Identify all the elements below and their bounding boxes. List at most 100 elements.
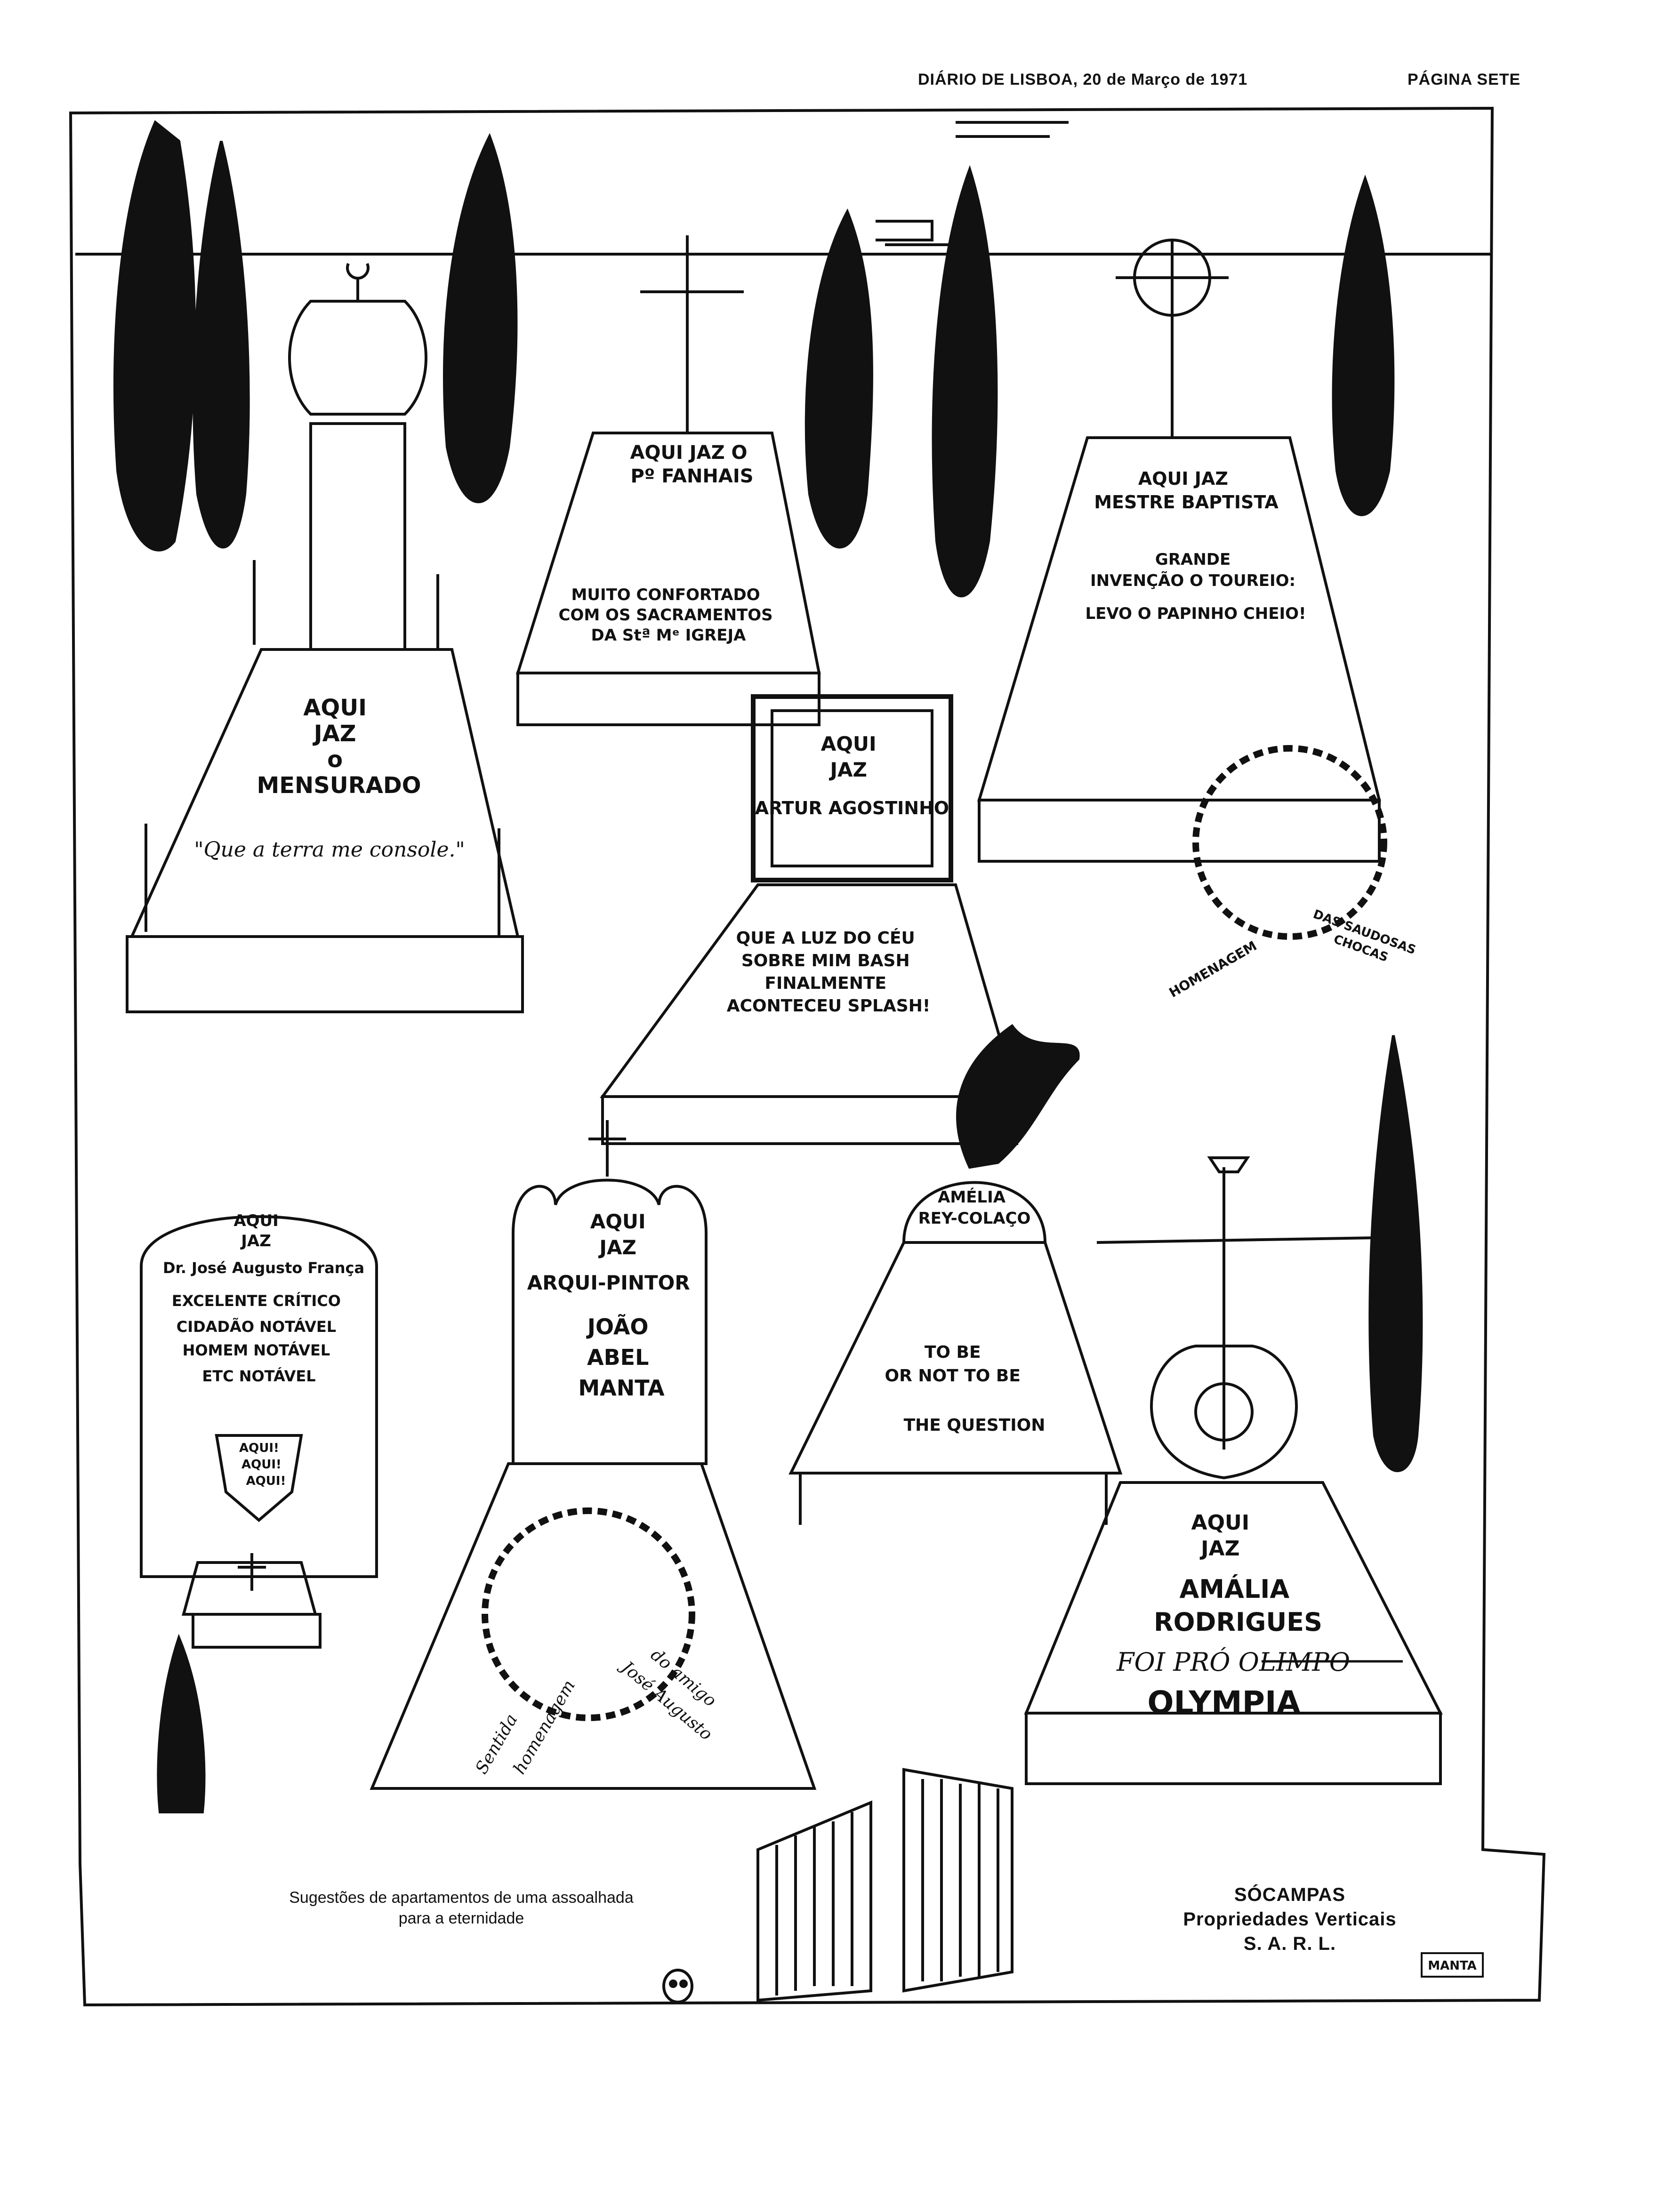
grave-rodrigues bbox=[1024, 1156, 1443, 1785]
grave-rodrigues-line: JAZ bbox=[1199, 1537, 1239, 1561]
grave-mensurado-line: AQUI bbox=[303, 695, 367, 721]
wreath bbox=[482, 1507, 695, 1721]
guitar bbox=[1150, 1345, 1298, 1480]
grave-agostinho bbox=[600, 694, 1019, 1145]
grave-franca-line: JAZ bbox=[240, 1232, 271, 1250]
grave-baptista-epitaph: GRANDE bbox=[1155, 550, 1231, 569]
grave-manta-line: ARQUI-PINTOR bbox=[527, 1271, 690, 1294]
grave-fanhais-line: AQUI JAZ O bbox=[630, 442, 748, 464]
grave-manta-ribbon: homenagem bbox=[510, 1677, 579, 1778]
grave-baptista-epitaph: LEVO O PAPINHO CHEIO! bbox=[1085, 604, 1306, 623]
grave-fanhais-line: Pº FANHAIS bbox=[630, 465, 753, 487]
grave-franca bbox=[140, 1215, 378, 1649]
grave-colaco-epitaph: OR NOT TO BE bbox=[885, 1366, 1021, 1386]
cypress-tree-8 bbox=[157, 1634, 206, 1813]
grave-agostinho-epitaph: SOBRE MIM BASH bbox=[741, 951, 910, 970]
cemetery-wall bbox=[75, 121, 1492, 256]
cypress-tree-1 bbox=[113, 120, 196, 552]
cypress-tree-7 bbox=[1368, 1035, 1423, 1472]
svg-text:GRANDE INVENÇÃO O TOUREIO:: GRANDE INVENÇÃO O TOUREIO: LEVO O PAPINH… bbox=[1085, 550, 1306, 623]
grave-baptista-line: MESTRE BAPTISTA bbox=[1094, 492, 1279, 513]
cypress-tree-3 bbox=[443, 133, 518, 504]
svg-text:MUITO CONFORTADO COM OS SA: MUITO CONFORTADO COM OS SACRAMENTOS DA S… bbox=[559, 585, 779, 645]
grave-franca-arrow-text: AQUI! bbox=[241, 1458, 282, 1472]
cemetery-gate bbox=[756, 1768, 1014, 2002]
svg-text:AQUI JAZ ARQUI-PINTOR: AQUI JAZ ARQUI-PINTOR JOÃO ABEL MANTA bbox=[527, 1210, 697, 1401]
company-name: SÓCAMPAS bbox=[1234, 1884, 1346, 1905]
grave-agostinho-epitaph: QUE A LUZ DO CÉU bbox=[736, 928, 915, 948]
svg-text:AQUI JAZ MESTRE BAPTISTA: AQUI JAZ MESTRE BAPTISTA bbox=[1094, 468, 1279, 513]
grave-franca-epitaph: HOMEM NOTÁVEL bbox=[183, 1341, 330, 1359]
grave-franca-line: Dr. José Augusto França bbox=[163, 1259, 364, 1277]
cartoon-caption: Sugestões de apartamentos de uma assoalh… bbox=[226, 1887, 697, 1929]
grave-baptista-ribbon: HOMENAGEM bbox=[1166, 938, 1260, 1001]
svg-text:Sentida homenagem: Sentida homenagem bbox=[472, 1660, 579, 1794]
grave-fanhais-epitaph: MUITO CONFORTADO bbox=[571, 585, 760, 604]
grave-agostinho-epitaph: ACONTECEU SPLASH! bbox=[727, 996, 931, 1016]
grave-baptista bbox=[977, 239, 1387, 940]
grave-colaco-line: AMÉLIA bbox=[938, 1187, 1006, 1207]
grave-baptista-epitaph: INVENÇÃO O TOUREIO: bbox=[1090, 571, 1295, 590]
grave-mensurado-line: JAZ bbox=[313, 721, 356, 747]
wreath bbox=[1192, 745, 1387, 940]
newspaper-dateline: DIÁRIO DE LISBOA, 20 de Março de 1971 bbox=[918, 71, 1248, 88]
artist-signature: MANTA bbox=[1428, 1959, 1477, 1973]
company-tagline: Propriedades Verticais bbox=[1183, 1909, 1397, 1930]
company-suffix: S. A. R. L. bbox=[1243, 1933, 1336, 1954]
grave-manta-line: ABEL bbox=[587, 1345, 649, 1370]
grave-colaco-epitaph: TO BE bbox=[925, 1343, 981, 1362]
svg-text:QUE A LUZ DO CÉU SOBRE MIM: QUE A LUZ DO CÉU SOBRE MIM BASH FINALMEN… bbox=[727, 928, 931, 1016]
grave-rodrigues-line: AMÁLIA bbox=[1180, 1574, 1290, 1604]
svg-text:TO BE OR NOT TO BE THE: TO BE OR NOT TO BE THE QUESTION bbox=[885, 1343, 1046, 1435]
grave-colaco bbox=[788, 1024, 1123, 1525]
grave-agostinho-line: ARTUR AGOSTINHO bbox=[755, 798, 949, 818]
grave-manta-line: JAZ bbox=[598, 1236, 636, 1259]
cypress-tree-4 bbox=[804, 208, 873, 549]
grave-manta-line: AQUI bbox=[590, 1210, 646, 1233]
caption-line: Sugestões de apartamentos de uma assoalh… bbox=[289, 1889, 634, 1907]
page-number: PÁGINA SETE bbox=[1408, 71, 1521, 88]
flame bbox=[956, 1024, 1080, 1169]
grave-franca-arrow-text: AQUI! bbox=[239, 1441, 279, 1455]
grave-fanhais bbox=[515, 235, 821, 726]
cartoon-frame bbox=[69, 106, 1546, 2007]
grave-mensurado-line: o bbox=[327, 746, 343, 773]
grave-agostinho-epitaph: FINALMENTE bbox=[764, 974, 886, 993]
grave-colaco-epitaph: THE QUESTION bbox=[904, 1416, 1046, 1435]
svg-text:do amigo José Augusto: do amigo José Augusto bbox=[615, 1634, 734, 1744]
grave-fanhais-epitaph: DA Stª Mᵉ IGREJA bbox=[591, 626, 746, 645]
cypress-tree-6 bbox=[1332, 174, 1395, 516]
cypress-tree-5 bbox=[932, 165, 998, 598]
grave-rodrigues-final: OLYMPIA bbox=[1147, 1684, 1300, 1721]
svg-text:HOMENAGEM: HOMENAGEM bbox=[1166, 938, 1260, 1001]
grave-manta bbox=[370, 1120, 817, 1790]
caption-line: para a eternidade bbox=[398, 1909, 524, 1927]
company-block: SÓCAMPAS Propriedades Verticais S. A. R.… bbox=[1167, 1883, 1412, 1956]
svg-text:AQUI! AQUI! AQUI!: AQUI! AQUI! AQUI! bbox=[239, 1441, 286, 1488]
grave-franca-epitaph: ETC NOTÁVEL bbox=[202, 1367, 315, 1385]
grave-franca-arrow-text: AQUI! bbox=[246, 1474, 286, 1488]
grave-manta-line: JOÃO bbox=[586, 1314, 649, 1339]
grave-agostinho-line: AQUI bbox=[821, 732, 877, 755]
svg-text:AQUI JAZ ARTUR AGOSTIN: AQUI JAZ ARTUR AGOSTINHO bbox=[755, 732, 949, 818]
grave-mensurado bbox=[126, 263, 524, 1013]
grave-manta-line: MANTA bbox=[578, 1375, 665, 1401]
grave-rodrigues-line: AQUI bbox=[1191, 1511, 1250, 1535]
grave-franca-epitaph: CIDADÃO NOTÁVEL bbox=[177, 1318, 336, 1336]
svg-text:AQUI JAZ AMÁLIA RO: AQUI JAZ AMÁLIA RODRIGUES bbox=[1154, 1511, 1322, 1637]
grave-rodrigues-line: RODRIGUES bbox=[1154, 1607, 1322, 1637]
grave-franca-line: AQUI bbox=[233, 1211, 278, 1230]
svg-text:AMÉLIA REY-COLAÇO: AMÉLIA REY-COLAÇO bbox=[918, 1187, 1031, 1228]
svg-text:AQUI JAZ O Pº FANHAIS: AQUI JAZ O Pº FANHAIS bbox=[630, 442, 754, 487]
svg-text:AQUI JAZ o MENSURA: AQUI JAZ o MENSURADO bbox=[257, 695, 421, 799]
grave-agostinho-line: JAZ bbox=[828, 758, 867, 781]
grave-colaco-line: REY-COLAÇO bbox=[918, 1209, 1031, 1228]
svg-text:EXCELENTE CRÍTICO CIDADÃO: EXCELENTE CRÍTICO CIDADÃO NOTÁVEL HOMEM … bbox=[172, 1292, 346, 1385]
svg-text:AQUI JAZ Dr. José Augu: AQUI JAZ Dr. José Augusto França bbox=[163, 1211, 364, 1277]
grave-mensurado-epitaph: "Que a terra me console." bbox=[194, 838, 465, 862]
skull-icon bbox=[662, 1969, 693, 2004]
grave-franca-epitaph: EXCELENTE CRÍTICO bbox=[172, 1292, 341, 1310]
grave-fanhais-epitaph: COM OS SACRAMENTOS bbox=[559, 606, 773, 625]
svg-text:DAS SAUDOSAS CHOCAS: DAS SAUDOSAS CHOCAS bbox=[1305, 907, 1422, 975]
